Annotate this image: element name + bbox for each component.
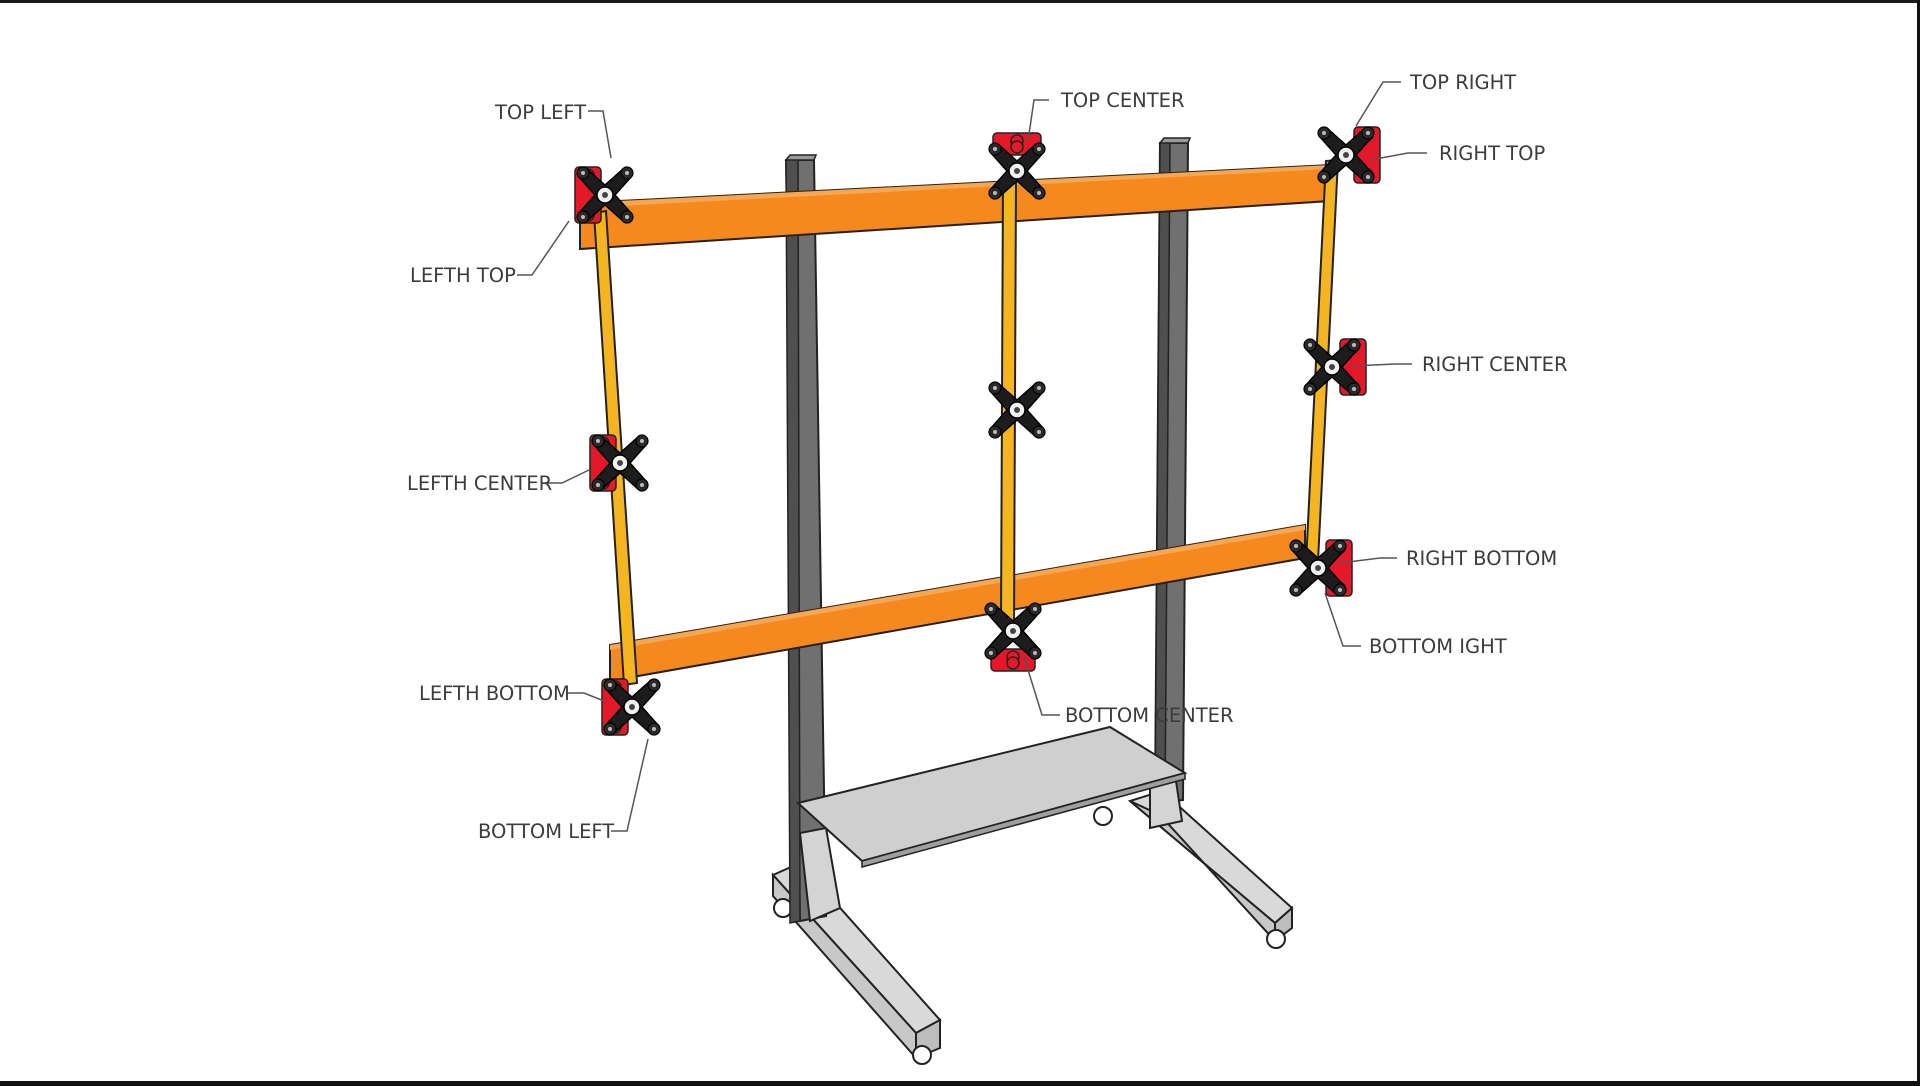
bolt-hole-icon (1308, 343, 1312, 347)
label-top-left: TOP LEFT (494, 101, 586, 124)
left-post (784, 154, 842, 924)
leader-right-bottom (1339, 557, 1397, 564)
leader-lefth-center (545, 469, 590, 484)
leader-bottom-left (611, 738, 649, 832)
bolt-hole-icon (652, 727, 656, 731)
bolt-hole-icon (1338, 544, 1342, 548)
bolt-hole-icon (1037, 386, 1041, 390)
bolt-hole-icon (581, 215, 585, 219)
bracket-lefth-center (589, 434, 649, 492)
bolt-hole-icon (581, 171, 585, 175)
leader-lefth-bottom (566, 692, 605, 702)
leader-lefth-top (517, 220, 570, 276)
bolt-hole-icon (1294, 544, 1298, 548)
label-top-right: TOP RIGHT (1409, 71, 1516, 94)
bolt-hole-icon (993, 147, 997, 151)
label-lefth-top: LEFTH TOP (410, 264, 516, 287)
bolt-hole-icon (640, 483, 644, 487)
top-horizontal-beam (579, 163, 1331, 251)
bolt-hole-icon (640, 439, 644, 443)
bracket-center (988, 381, 1046, 439)
bracket-top-left (574, 166, 634, 224)
bolt-hole-icon (1037, 430, 1041, 434)
center-pin-icon (1343, 152, 1349, 158)
label-bottom-center: BOTTOM CENTER (1065, 704, 1234, 727)
bolt-hole-icon (989, 651, 993, 655)
video-wall-stand-diagram: TOP LEFT TOP CENTER TOP RIGHT RIGHT TOP … (407, 71, 1568, 1065)
bolt-hole-icon (608, 727, 612, 731)
bolt-hole-icon (989, 607, 993, 611)
clamp-knob-icon (1010, 140, 1024, 154)
center-pin-icon (1329, 364, 1335, 370)
bolt-hole-icon (993, 191, 997, 195)
bottom-horizontal-beam (609, 523, 1306, 683)
label-bottom-ight: BOTTOM IGHT (1369, 635, 1507, 658)
bolt-hole-icon (1294, 588, 1298, 592)
bracket-right-center (1303, 338, 1367, 396)
bolt-hole-icon (1033, 651, 1037, 655)
bolt-hole-icon (1033, 607, 1037, 611)
bracket-bottom-center (984, 602, 1042, 672)
bolt-hole-icon (1322, 131, 1326, 135)
bolt-hole-icon (625, 171, 629, 175)
label-bottom-left: BOTTOM LEFT (478, 820, 614, 843)
bracket-top-center (988, 132, 1046, 200)
bolt-hole-icon (1352, 387, 1356, 391)
leader-lines (517, 81, 1427, 832)
shelf (795, 725, 1188, 868)
bolt-hole-icon (1322, 175, 1326, 179)
bolt-hole-icon (596, 483, 600, 487)
label-right-bottom: RIGHT BOTTOM (1406, 547, 1557, 570)
leader-bottom-center (1023, 656, 1060, 716)
leader-top-center (1027, 99, 1049, 142)
leader-right-top (1369, 152, 1427, 161)
bolt-hole-icon (1338, 588, 1342, 592)
bracket-right-bottom (1289, 539, 1353, 597)
bolt-hole-icon (596, 439, 600, 443)
bolt-hole-icon (993, 386, 997, 390)
label-right-top: RIGHT TOP (1439, 142, 1545, 165)
rear-right-foot (1093, 789, 1294, 949)
bolt-hole-icon (1037, 147, 1041, 151)
label-lefth-center: LEFTH CENTER (407, 472, 552, 495)
center-pin-icon (629, 704, 635, 710)
bolt-hole-icon (1366, 131, 1370, 135)
bolt-hole-icon (625, 215, 629, 219)
bolt-hole-icon (993, 430, 997, 434)
leader-top-left (588, 110, 612, 159)
callout-labels: TOP LEFT TOP CENTER TOP RIGHT RIGHT TOP … (407, 71, 1568, 843)
bolt-hole-icon (608, 683, 612, 687)
center-pin-icon (1315, 565, 1321, 571)
leader-bottom-ight (1324, 592, 1361, 647)
bolt-hole-icon (1366, 175, 1370, 179)
label-right-center: RIGHT CENTER (1422, 353, 1568, 376)
bolt-hole-icon (652, 683, 656, 687)
label-lefth-bottom: LEFTH BOTTOM (419, 682, 570, 705)
mount-brackets (574, 126, 1381, 736)
bolt-hole-icon (1037, 191, 1041, 195)
center-pin-icon (602, 192, 608, 198)
leader-right-center (1351, 363, 1412, 367)
leader-top-right (1355, 81, 1401, 127)
center-pin-icon (1014, 407, 1020, 413)
bolt-hole-icon (1308, 387, 1312, 391)
bolt-hole-icon (1352, 343, 1356, 347)
clamp-knob-icon (1006, 656, 1020, 670)
center-pin-icon (1010, 628, 1016, 634)
center-pin-icon (617, 460, 623, 466)
label-top-center: TOP CENTER (1060, 89, 1185, 112)
bracket-top-right (1317, 126, 1381, 184)
bracket-bottom-left (601, 678, 661, 736)
center-pin-icon (1014, 168, 1020, 174)
